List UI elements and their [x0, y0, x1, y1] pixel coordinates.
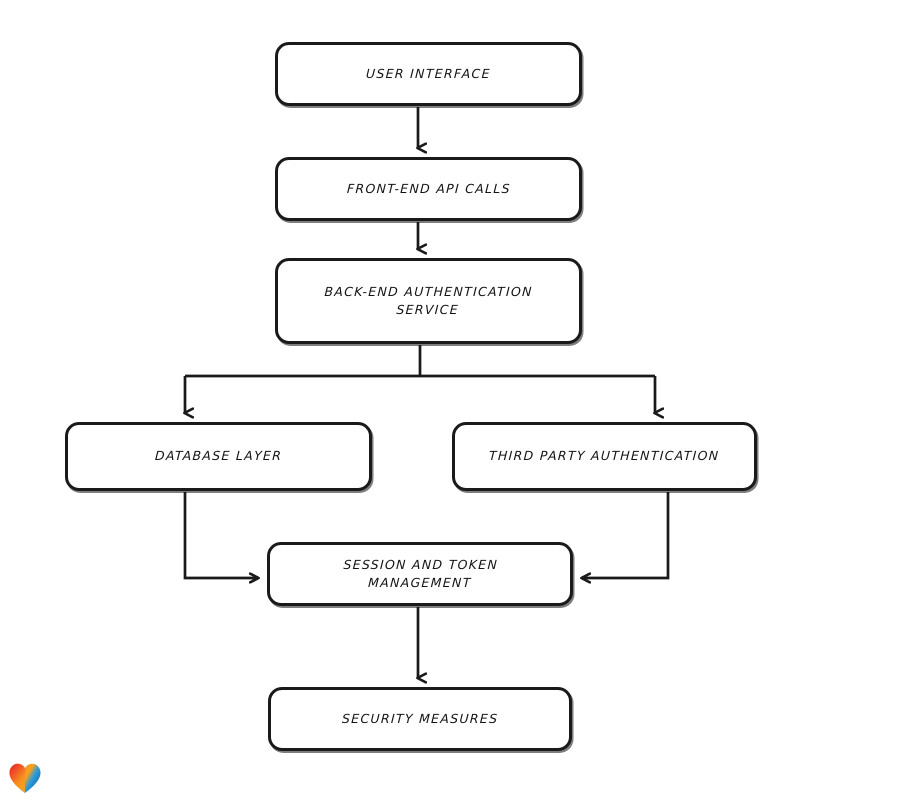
node-third-party-authentication[interactable]: THIRD PARTY AUTHENTICATION — [452, 422, 757, 491]
node-session-and-token-management-label: SESSION AND TOKEN MANAGEMENT — [342, 556, 499, 590]
node-backend-authentication-service[interactable]: BACK-END AUTHENTICATION SERVICE — [275, 258, 582, 344]
edge-thirdparty-to-session — [582, 492, 670, 578]
node-user-interface[interactable]: USER INTERFACE — [275, 42, 582, 106]
node-third-party-authentication-label: THIRD PARTY AUTHENTICATION — [488, 448, 721, 464]
node-frontend-api-calls-label: FRONT-END API CALLS — [346, 180, 511, 196]
node-security-measures[interactable]: SECURITY MEASURES — [268, 687, 572, 751]
node-session-and-token-management[interactable]: SESSION AND TOKEN MANAGEMENT — [267, 542, 573, 606]
heart-icon — [9, 763, 41, 793]
node-user-interface-label: USER INTERFACE — [365, 65, 492, 81]
node-security-measures-label: SECURITY MEASURES — [341, 710, 499, 726]
node-frontend-api-calls[interactable]: FRONT-END API CALLS — [275, 157, 582, 221]
node-database-layer[interactable]: DATABASE LAYER — [65, 422, 372, 491]
node-database-layer-label: DATABASE LAYER — [154, 448, 283, 464]
edge-database-to-session — [183, 492, 258, 578]
node-backend-authentication-service-label: BACK-END AUTHENTICATION SERVICE — [324, 283, 534, 317]
